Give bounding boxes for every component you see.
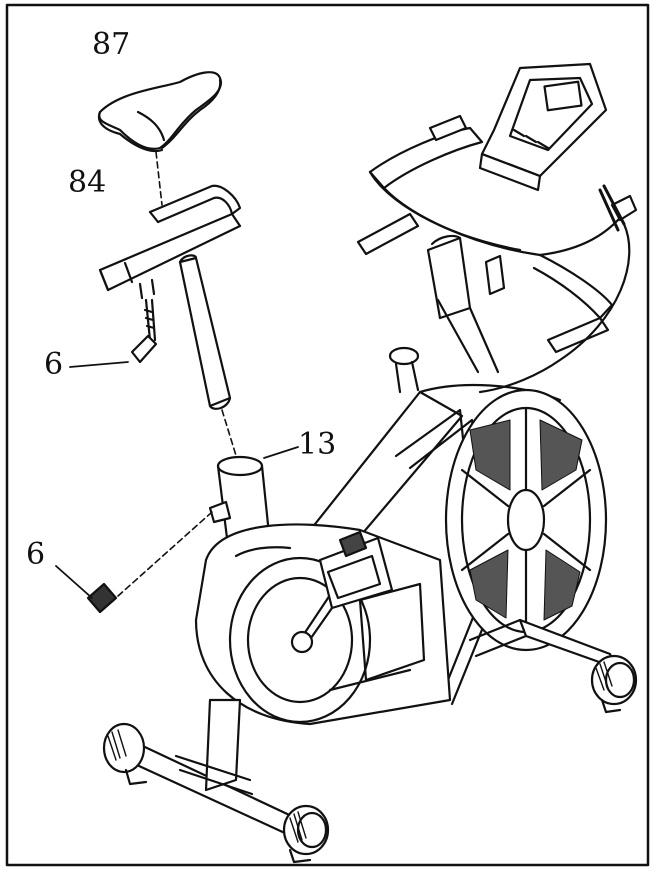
- crank-housing-part: [194, 523, 452, 726]
- part-label-6-lower: 6: [26, 537, 46, 572]
- guide-line: [155, 151, 163, 206]
- seat-post-part: [178, 254, 232, 410]
- bolt-part-lower: [55, 565, 118, 614]
- handlebar-stem-part: [426, 234, 506, 374]
- front-stabilizer-part: [468, 618, 638, 714]
- seat-slider-part: [98, 184, 242, 300]
- leader-line: [69, 361, 129, 368]
- part-label-84: 84: [68, 165, 107, 200]
- saddle-part: [97, 71, 223, 153]
- console-part: [478, 62, 608, 192]
- part-label-6-upper: 6: [44, 347, 64, 382]
- flywheel-part: [444, 388, 608, 652]
- rear-stabilizer-part: [102, 698, 330, 864]
- part-label-13: 13: [298, 427, 337, 462]
- seat-tube-part: [208, 446, 299, 548]
- part-label-87: 87: [92, 27, 131, 62]
- bolt-part-upper: [130, 298, 158, 364]
- handlebar-part: [356, 114, 638, 394]
- drawing-border: [5, 3, 650, 867]
- guide-line: [117, 511, 213, 597]
- guide-line: [221, 409, 239, 463]
